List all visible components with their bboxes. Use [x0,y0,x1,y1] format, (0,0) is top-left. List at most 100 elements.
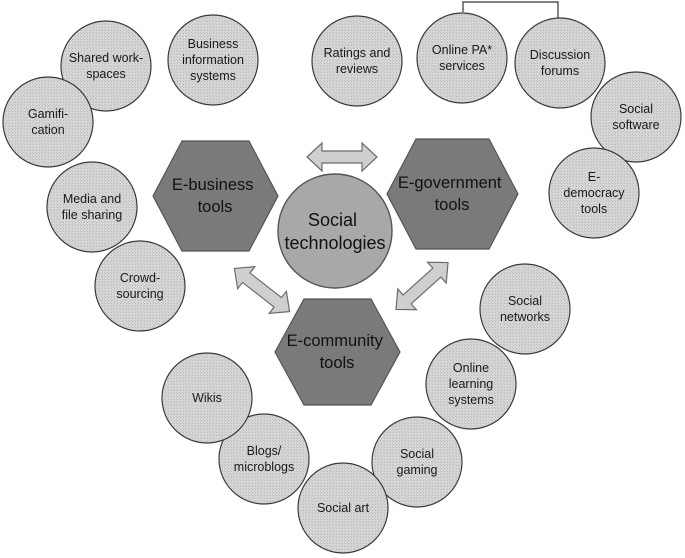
circle-label-line: Ratings and [324,46,391,60]
circle-label-line: software [612,118,659,132]
circle-label-line: Social [619,102,653,116]
circle-label-gamification: Gamifi-cation [28,107,68,137]
hexagon-ecommunity: E-community tools [274,298,401,406]
connector-bracket [462,1,559,22]
hexagon-ecommunity-line-1: E-community [287,332,384,350]
circle-shape-wikis [161,352,253,444]
circle-shape-social-networks [479,263,571,355]
circle-shape-business-information-systems [167,14,259,106]
circle-label-e-democracy-tools: E-democracy tools [563,170,625,216]
tool-circles: Shared work-spaces Business information sys… [2,12,682,554]
circle-crowdsourcing: Crowd-sourcing [94,240,186,332]
circle-social-gaming: Social gaming [371,416,463,508]
circle-label-social-networks: Social networks [500,294,550,324]
circle-label-line: Crowd- [120,271,160,285]
circle-wikis: Wikis [161,352,253,444]
circle-shape-social-gaming [371,416,463,508]
circle-label-line: systems [190,69,236,83]
circle-shape-online-learning-systems [425,338,517,430]
circle-business-information-systems: Business information systems [167,14,259,106]
center-social-technologies: Social technologies [277,173,393,289]
circle-online-learning-systems: Online learning systems [425,338,517,430]
circle-shape-online-pa-services [416,12,508,104]
circle-label-line: Gamifi- [28,107,68,121]
circle-shape-social-software [590,71,682,163]
hexagon-ecommunity-line-2: tools [320,354,355,372]
circle-label-social-software: Social software [612,102,659,132]
hexagon-egovernment-line-1: E-government [398,174,502,192]
circle-label-line: E- [588,170,601,184]
circle-label-line: Wikis [192,391,222,405]
circle-shape-social-art [297,462,389,554]
circle-label-line: systems [448,393,494,407]
circle-label-line: Online [453,361,489,375]
circle-social-art: Social art [297,462,389,554]
circle-label-line: Social [508,294,542,308]
circle-label-social-art: Social art [317,501,370,515]
hexagon-ebusiness: E-business tools [152,140,279,252]
circle-label-line: Online PA* [432,43,492,57]
circle-label-line: networks [500,310,550,324]
svg-text:E-business tools: E-business tools [172,176,258,216]
circle-label-blogs-microblogs: Blogs/microblogs [234,444,294,474]
circle-ratings-reviews: Ratings and reviews [311,15,403,107]
circle-social-software: Social software [590,71,682,163]
hexagon-egovernment-line-2: tools [435,196,470,214]
circle-label-line: Social [400,447,434,461]
circle-shape-ratings-reviews [311,15,403,107]
center-line-2: technologies [284,233,385,253]
circle-label-line: microblogs [234,460,294,474]
circle-gamification: Gamifi-cation [2,76,94,168]
hexagon-egovernment: E-government tools [386,138,519,250]
circle-label-discussion-forums: Discussion forums [530,48,590,78]
svg-text:E-government tools: E-government tools [398,174,506,214]
circle-label-line: Shared work- [69,51,143,65]
circle-online-pa-services: Online PA* services [416,12,508,104]
arrow-egovernment-ecommunity [395,261,449,311]
circle-shared-workspaces: Shared work-spaces [60,20,152,112]
circle-label-line: learning [449,377,494,391]
circle-label-line: services [439,59,485,73]
svg-text:Social technologies: Social technologies [284,210,385,253]
circle-e-democracy-tools: E-democracy tools [548,147,640,239]
circle-label-shared-workspaces: Shared work-spaces [69,51,143,81]
arrow-ebusiness-ecommunity [233,265,291,315]
circle-label-line: Business [188,37,239,51]
circle-label-media-file-sharing: Media and file sharing [62,192,122,222]
circle-label-line: Blogs/ [247,444,282,458]
circle-shape-e-democracy-tools [548,147,640,239]
circle-label-line: sourcing [116,287,163,301]
circle-label-wikis: Wikis [192,391,222,405]
circle-label-ratings-reviews: Ratings and reviews [324,46,391,76]
circle-label-line: cation [31,123,64,137]
circle-shape-blogs-microblogs [218,413,310,505]
circle-label-crowdsourcing: Crowd-sourcing [116,271,163,301]
circle-label-line: file sharing [62,208,122,222]
hexagon-ebusiness-line-1: E-business [172,176,254,194]
hexagon-ebusiness-line-2: tools [198,198,233,216]
circle-label-online-learning-systems: Online learning systems [448,361,494,407]
circle-shape-crowdsourcing [94,240,186,332]
circle-discussion-forums: Discussion forums [514,17,606,109]
circle-shape-shared-workspaces [60,20,152,112]
circle-label-line: forums [541,64,579,78]
circle-shape-media-file-sharing [46,161,138,253]
arrow-ebusiness-egovernment [306,141,378,173]
circle-label-line: democracy [563,186,625,200]
circle-label-line: gaming [397,463,438,477]
circle-label-social-gaming: Social gaming [397,447,438,477]
circle-label-online-pa-services: Online PA* services [432,43,492,73]
circle-label-line: Media and [63,192,121,206]
circle-label-line: reviews [336,62,378,76]
svg-text:E-community tools: E-community tools [287,332,388,372]
circle-label-line: Social art [317,501,370,515]
circle-label-line: spaces [86,67,126,81]
circle-label-line: information [182,53,244,67]
circle-label-line: Discussion [530,48,590,62]
circle-shape-gamification [2,76,94,168]
circle-blogs-microblogs: Blogs/microblogs [218,413,310,505]
circle-label-line: tools [581,202,607,216]
circle-label-business-information-systems: Business information systems [182,37,244,83]
circle-shape-discussion-forums [514,17,606,109]
